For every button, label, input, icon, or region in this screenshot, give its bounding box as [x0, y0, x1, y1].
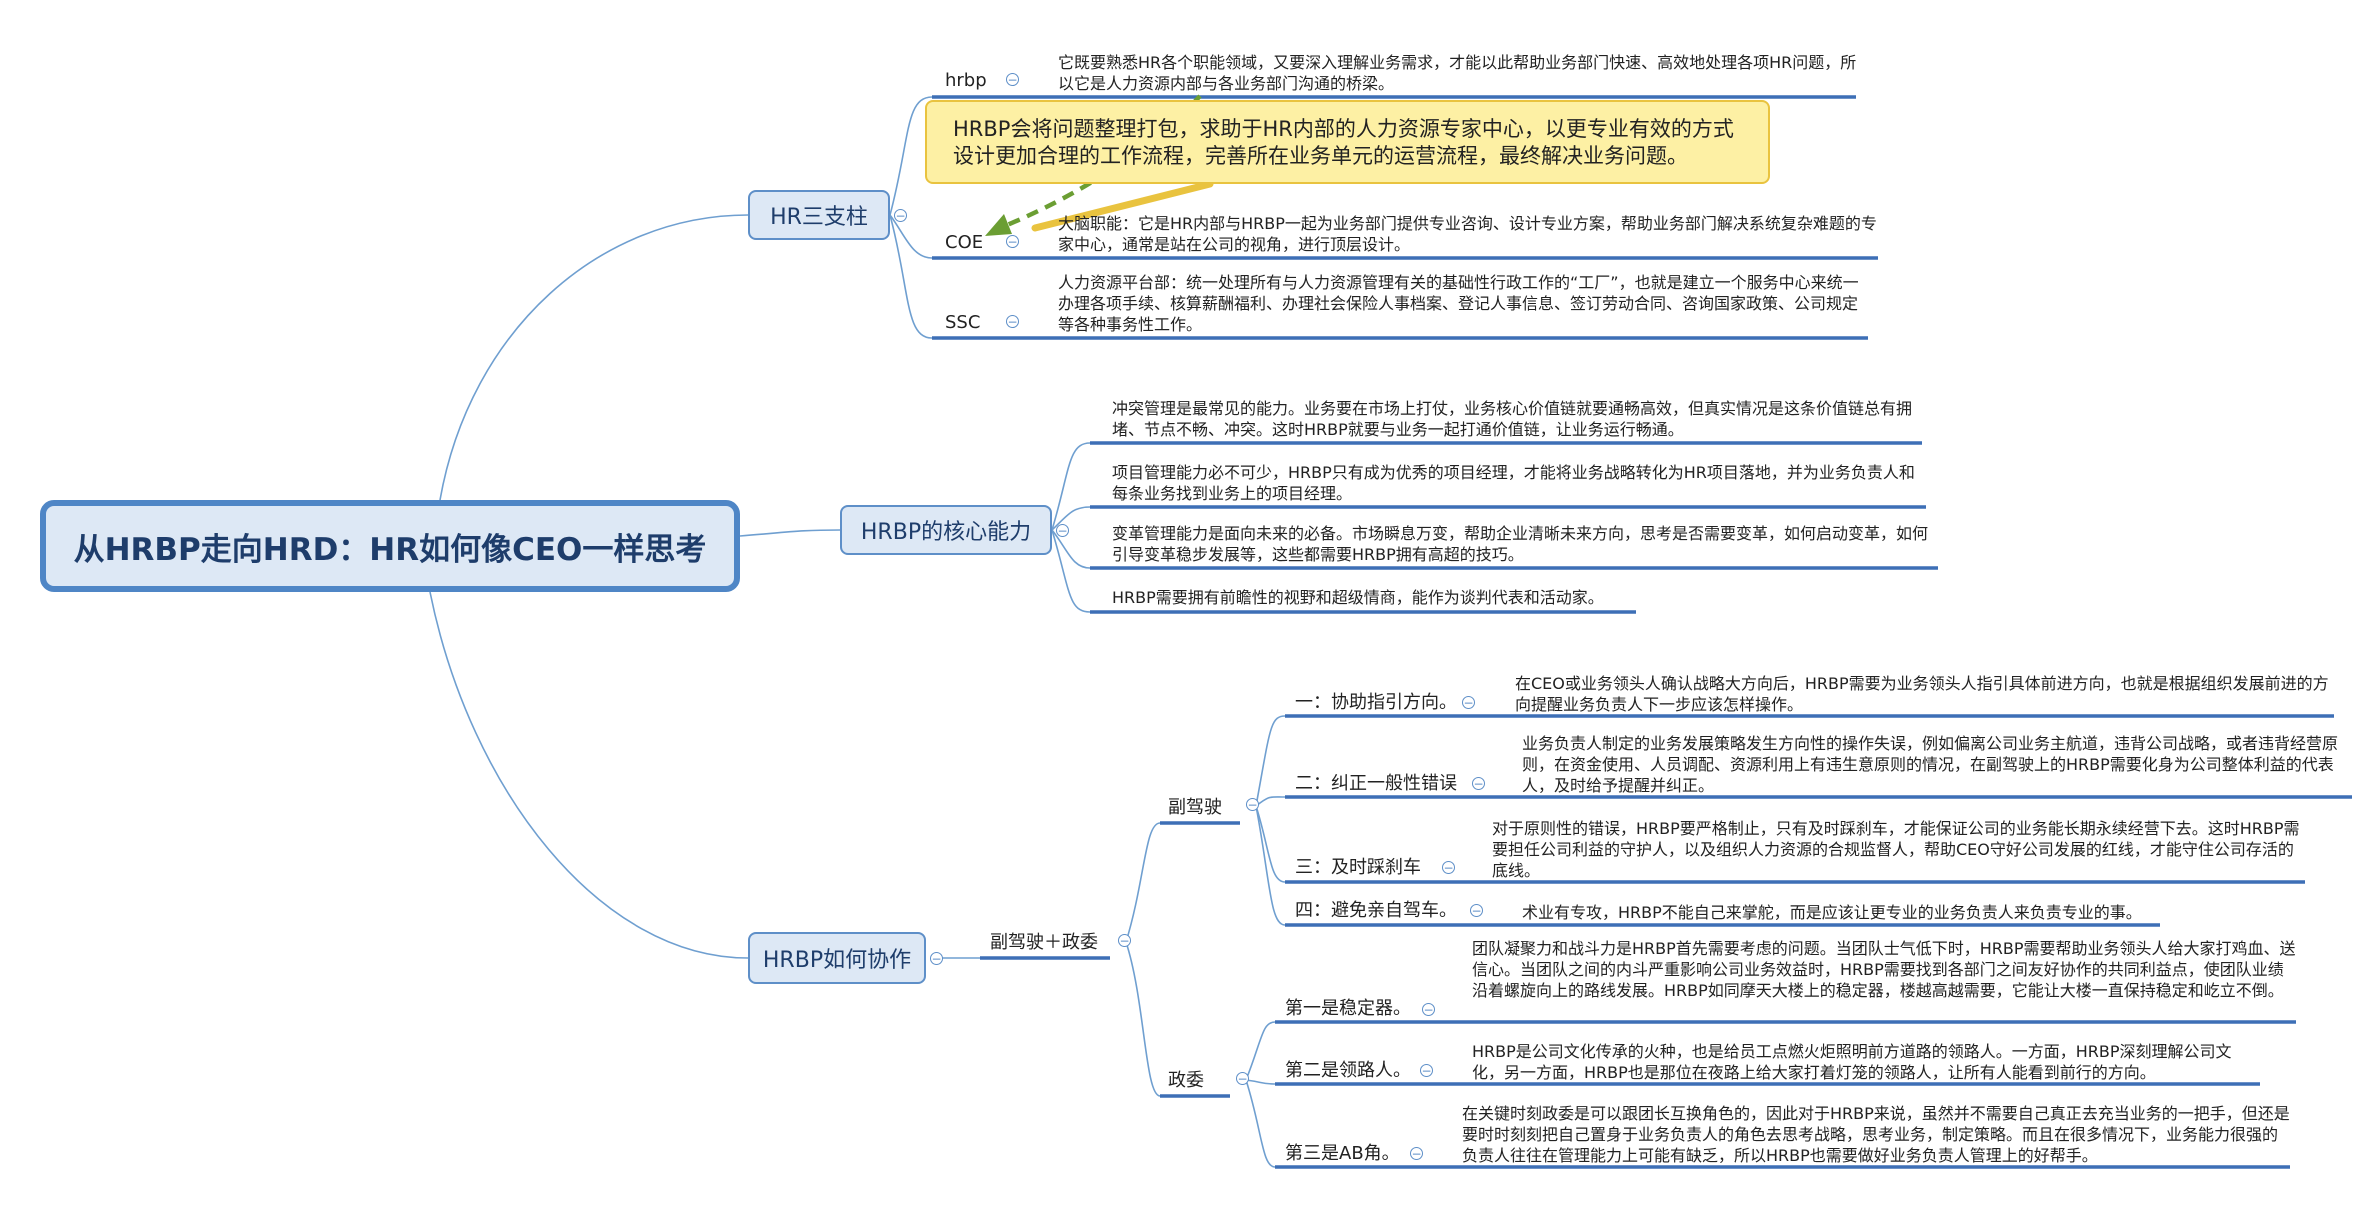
- commissar-link-2: [1245, 1079, 1276, 1085]
- root-title: 从HRBP走向HRD：HR如何像CEO一样思考: [73, 531, 707, 568]
- collapse-toggle-icon[interactable]: −: [1236, 1071, 1249, 1086]
- core-link-2: [1051, 506, 1091, 531]
- collapse-toggle-icon[interactable]: −: [1006, 234, 1019, 249]
- collapse-toggle-icon[interactable]: −: [1472, 776, 1485, 791]
- copilot-item-4-label[interactable]: 四：避免亲自驾车。: [1295, 900, 1457, 921]
- node-hrbp-desc: 它既要熟悉HR各个职能领域，又要深入理解业务需求，才能以此帮助业务部门快速、高效…: [1058, 53, 1857, 93]
- copilot-link-1: [1255, 715, 1286, 807]
- collapse-toggle-icon[interactable]: −: [1420, 1063, 1433, 1078]
- copilot-item-3-label[interactable]: 三：及时踩刹车: [1295, 857, 1421, 878]
- node-copilot-commissar-label[interactable]: 副驾驶＋政委: [990, 932, 1098, 953]
- pillars-link-ssc: [889, 214, 933, 339]
- collapse-toggle-icon[interactable]: −: [894, 208, 907, 223]
- collapse-toggle-icon[interactable]: −: [1422, 1002, 1435, 1017]
- node-coe-desc: 大脑职能：它是HR内部与HRBP一起为业务部门提供专业咨询、设计专业方案，帮助业…: [1058, 214, 1877, 254]
- core-link-1: [1051, 442, 1091, 531]
- branch-hr-pillars-label: HR三支柱: [770, 205, 868, 230]
- branch-hr-pillars[interactable]: HR三支柱: [748, 190, 890, 240]
- commissar-item-1-desc: 团队凝聚力和战斗力是HRBP首先需要考虑的问题。当团队士气低下时，HRBP需要帮…: [1472, 939, 2296, 1000]
- commissar-item-3-desc: 在关键时刻政委是可以跟团长互换角色的，因此对于HRBP来说，虽然并不需要自己真正…: [1462, 1104, 2290, 1165]
- pillars-link-coe: [889, 214, 933, 259]
- branch-collaboration-label: HRBP如何协作: [762, 948, 912, 973]
- root-node[interactable]: 从HRBP走向HRD：HR如何像CEO一样思考: [40, 500, 740, 592]
- branch-core-abilities-label: HRBP的核心能力: [860, 520, 1032, 545]
- core-link-4: [1051, 529, 1091, 613]
- collapse-toggle-icon[interactable]: −: [1442, 860, 1455, 875]
- node-copilot-label[interactable]: 副驾驶: [1168, 797, 1222, 818]
- note-arrow-shadow: [1031, 180, 1214, 232]
- node-coe-label[interactable]: COE: [945, 232, 984, 253]
- branch-core-abilities[interactable]: HRBP的核心能力: [840, 505, 1052, 555]
- collapse-toggle-icon[interactable]: −: [1006, 72, 1019, 87]
- commissar-item-3-label[interactable]: 第三是AB角。: [1285, 1143, 1400, 1164]
- root-link-core: [739, 529, 841, 537]
- callout-note-text: HRBP会将问题整理打包，求助于HR内部的人力资源专家中心，以更专业有效的方式设…: [953, 117, 1734, 168]
- collapse-toggle-icon[interactable]: −: [1462, 695, 1475, 710]
- root-link-collab: [429, 591, 749, 959]
- root-link-pillars: [439, 214, 749, 501]
- copilot-link-3: [1255, 805, 1286, 883]
- collapse-toggle-icon[interactable]: −: [1246, 797, 1259, 812]
- collapse-toggle-icon[interactable]: −: [1410, 1146, 1423, 1161]
- branch-collaboration[interactable]: HRBP如何协作: [748, 932, 926, 984]
- commissar-link-1: [1245, 1021, 1276, 1081]
- copilot-item-1-label[interactable]: 一：协助指引方向。: [1295, 692, 1457, 713]
- copilot-item-3-desc: 对于原则性的错误，HRBP要严格制止，只有及时踩刹车，才能保证公司的业务能长期永…: [1492, 819, 2300, 880]
- collapse-toggle-icon[interactable]: −: [1006, 314, 1019, 329]
- copilot-link-4: [1255, 805, 1286, 926]
- core-item-3: 变革管理能力是面向未来的必备。市场瞬息万变，帮助企业清晰未来方向，思考是否需要变…: [1112, 524, 1929, 564]
- commissar-item-2-desc: HRBP是公司文化传承的火种，也是给员工点燃火炬照明前方道路的领路人。一方面，H…: [1472, 1042, 2232, 1082]
- commissar-link-3: [1245, 1079, 1276, 1168]
- core-item-2: 项目管理能力必不可少，HRBP只有成为优秀的项目经理，才能将业务战略转化为HR项…: [1112, 463, 1915, 503]
- note-arrow-head: [985, 214, 1012, 236]
- core-link-3: [1051, 529, 1091, 569]
- copilot-item-1-desc: 在CEO或业务领头人确认战略大方向后，HRBP需要为业务领头人指引具体前进方向，…: [1515, 674, 2329, 714]
- node-ssc-label[interactable]: SSC: [945, 312, 981, 333]
- sub-link-commissar: [1125, 941, 1161, 1097]
- copilot-item-2-desc: 业务负责人制定的业务发展策略发生方向性的操作失误，例如偏离公司业务主航道，违背公…: [1522, 734, 2339, 795]
- collapse-toggle-icon[interactable]: −: [930, 951, 943, 966]
- sub-link-copilot: [1125, 822, 1161, 943]
- node-commissar-label[interactable]: 政委: [1168, 1070, 1204, 1091]
- collapse-toggle-icon[interactable]: −: [1118, 933, 1131, 948]
- collapse-toggle-icon[interactable]: −: [1056, 523, 1069, 538]
- commissar-item-2-label[interactable]: 第二是领路人。: [1285, 1060, 1411, 1081]
- pillars-link-hrbp: [889, 96, 933, 216]
- callout-note[interactable]: HRBP会将问题整理打包，求助于HR内部的人力资源专家中心，以更专业有效的方式设…: [925, 100, 1770, 184]
- core-item-1: 冲突管理是最常见的能力。业务要在市场上打仗，业务核心价值链就要通畅高效，但真实情…: [1112, 399, 1913, 439]
- collapse-toggle-icon[interactable]: −: [1470, 903, 1483, 918]
- copilot-item-2-label[interactable]: 二：纠正一般性错误: [1295, 773, 1457, 794]
- copilot-link-2: [1255, 796, 1286, 807]
- core-item-4: HRBP需要拥有前瞻性的视野和超级情商，能作为谈判代表和活动家。: [1112, 588, 1604, 607]
- node-hrbp-label[interactable]: hrbp: [945, 70, 987, 91]
- commissar-item-1-label[interactable]: 第一是稳定器。: [1285, 998, 1411, 1019]
- copilot-item-4-desc: 术业有专攻，HRBP不能自己来掌舵，而是应该让更专业的业务负责人来负责专业的事。: [1522, 903, 2142, 922]
- node-ssc-desc: 人力资源平台部：统一处理所有与人力资源管理有关的基础性行政工作的“工厂”，也就是…: [1058, 273, 1859, 334]
